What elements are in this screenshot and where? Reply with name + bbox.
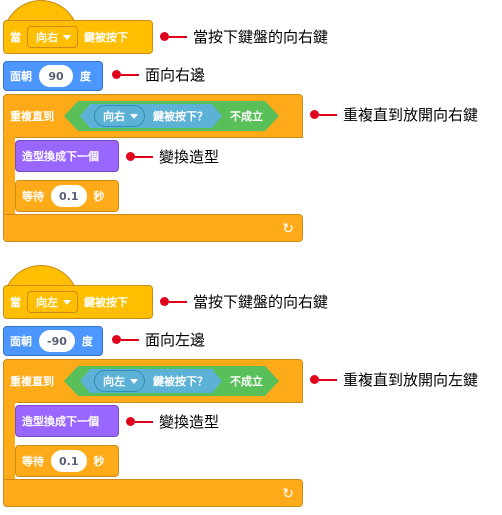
hat-note-text: 當按下鍵盤的向右鍵 [193,293,329,311]
repeat-arm [3,401,15,481]
hat-note-text: 當按下鍵盤的向右鍵 [193,28,329,46]
point-label: 面朝 [10,70,32,83]
key-dropdown-value: 向右 [36,31,58,44]
caret-down-icon [130,379,138,384]
key-dropdown-value: 向左 [36,296,58,309]
repeat-annotation: 重複直到放開向右鍵 [310,104,478,125]
repeat-note-text: 重複直到放開向左鍵 [343,371,479,389]
point-in-direction-block[interactable]: 面朝 -90 度 [3,326,103,356]
not-label: 不成立 [230,375,263,388]
caret-down-icon [130,114,138,119]
caret-down-icon [63,34,71,40]
sensing-key-value: 向右 [103,110,125,123]
key-dropdown[interactable]: 向左 [27,291,78,313]
red-dot-pointer [112,335,121,344]
repeat-label: 重複直到 [10,110,54,123]
red-dot-pointer [160,32,169,41]
point-label: 面朝 [10,335,32,348]
wait-unit: 秒 [93,455,105,468]
pressed-label: 鍵被按下 [84,296,128,309]
point-annotation: 面向右邊 [112,64,205,85]
sensing-key-value: 向左 [103,375,125,388]
script-left: 當 向左 鍵被按下 當按下鍵盤的向右鍵 面朝 -90 度 面向左邊 重複直到 向… [0,265,502,515]
sensing-pressed-label: 鍵被按下？ [153,375,208,388]
degree-unit: 度 [80,70,91,83]
repeat-until-block[interactable]: 重複直到 向左 鍵被按下？ 不成立 [3,359,303,403]
pressed-label: 鍵被按下 [84,31,128,44]
red-dot-pointer [126,152,135,161]
when-label: 當 [10,31,21,44]
when-label: 當 [10,296,21,309]
red-dot-pointer [126,417,135,426]
wait-label: 等待 [22,455,44,468]
when-key-pressed-block[interactable]: 當 向右 鍵被按下 [3,20,153,54]
repeat-arm [3,136,15,216]
red-dot-pointer [160,297,169,306]
degree-unit: 度 [81,335,93,348]
next-costume-block[interactable]: 造型換成下一個 [15,405,119,437]
when-key-pressed-block[interactable]: 當 向左 鍵被按下 [3,285,153,319]
next-costume-label: 造型換成下一個 [22,415,99,428]
sensing-key-dropdown[interactable]: 向左 [94,370,145,392]
repeat-until-block[interactable]: 重複直到 向右 鍵被按下？ 不成立 [3,94,303,138]
loop-arrow-icon: ↻ [282,486,294,502]
wait-label: 等待 [22,190,44,203]
key-pressed-sensing[interactable]: 向左 鍵被按下？ [80,369,222,393]
costume-annotation: 變換造型 [126,411,219,432]
point-annotation: 面向左邊 [112,329,205,350]
costume-annotation: 變換造型 [126,146,219,167]
point-note-text: 面向右邊 [145,66,206,84]
degrees-input[interactable]: -90 [39,330,75,352]
repeat-bottom: ↻ [3,479,303,507]
hat-annotation: 當按下鍵盤的向右鍵 [160,26,328,47]
sensing-key-dropdown[interactable]: 向右 [94,105,145,127]
repeat-note-text: 重複直到放開向右鍵 [343,106,479,124]
wait-unit: 秒 [93,190,105,203]
wait-seconds-input[interactable]: 0.1 [51,450,87,472]
red-dot-pointer [310,375,319,384]
key-dropdown[interactable]: 向右 [27,26,78,48]
not-operator[interactable]: 向右 鍵被按下？ 不成立 [64,101,279,131]
red-dot-pointer [310,110,319,119]
costume-note-text: 變換造型 [159,148,220,166]
repeat-annotation: 重複直到放開向左鍵 [310,369,478,390]
degrees-input[interactable]: 90 [39,65,73,87]
hat-annotation: 當按下鍵盤的向右鍵 [160,291,328,312]
key-pressed-sensing[interactable]: 向右 鍵被按下？ [80,104,222,128]
sensing-pressed-label: 鍵被按下？ [153,110,208,123]
point-in-direction-block[interactable]: 面朝 90 度 [3,61,103,91]
red-dot-pointer [112,70,121,79]
wait-seconds-input[interactable]: 0.1 [51,185,87,207]
wait-block[interactable]: 等待 0.1 秒 [15,180,119,212]
not-label: 不成立 [230,110,263,123]
next-costume-label: 造型換成下一個 [22,150,99,163]
not-operator[interactable]: 向左 鍵被按下？ 不成立 [64,366,279,396]
next-costume-block[interactable]: 造型換成下一個 [15,140,119,172]
point-note-text: 面向左邊 [145,331,206,349]
repeat-label: 重複直到 [10,375,54,388]
script-right: 當 向右 鍵被按下 當按下鍵盤的向右鍵 面朝 90 度 面向右邊 重複直到 向右… [0,0,502,250]
caret-down-icon [63,299,71,305]
loop-arrow-icon: ↻ [282,221,294,237]
wait-block[interactable]: 等待 0.1 秒 [15,445,119,477]
costume-note-text: 變換造型 [159,413,220,431]
repeat-bottom: ↻ [3,214,303,242]
